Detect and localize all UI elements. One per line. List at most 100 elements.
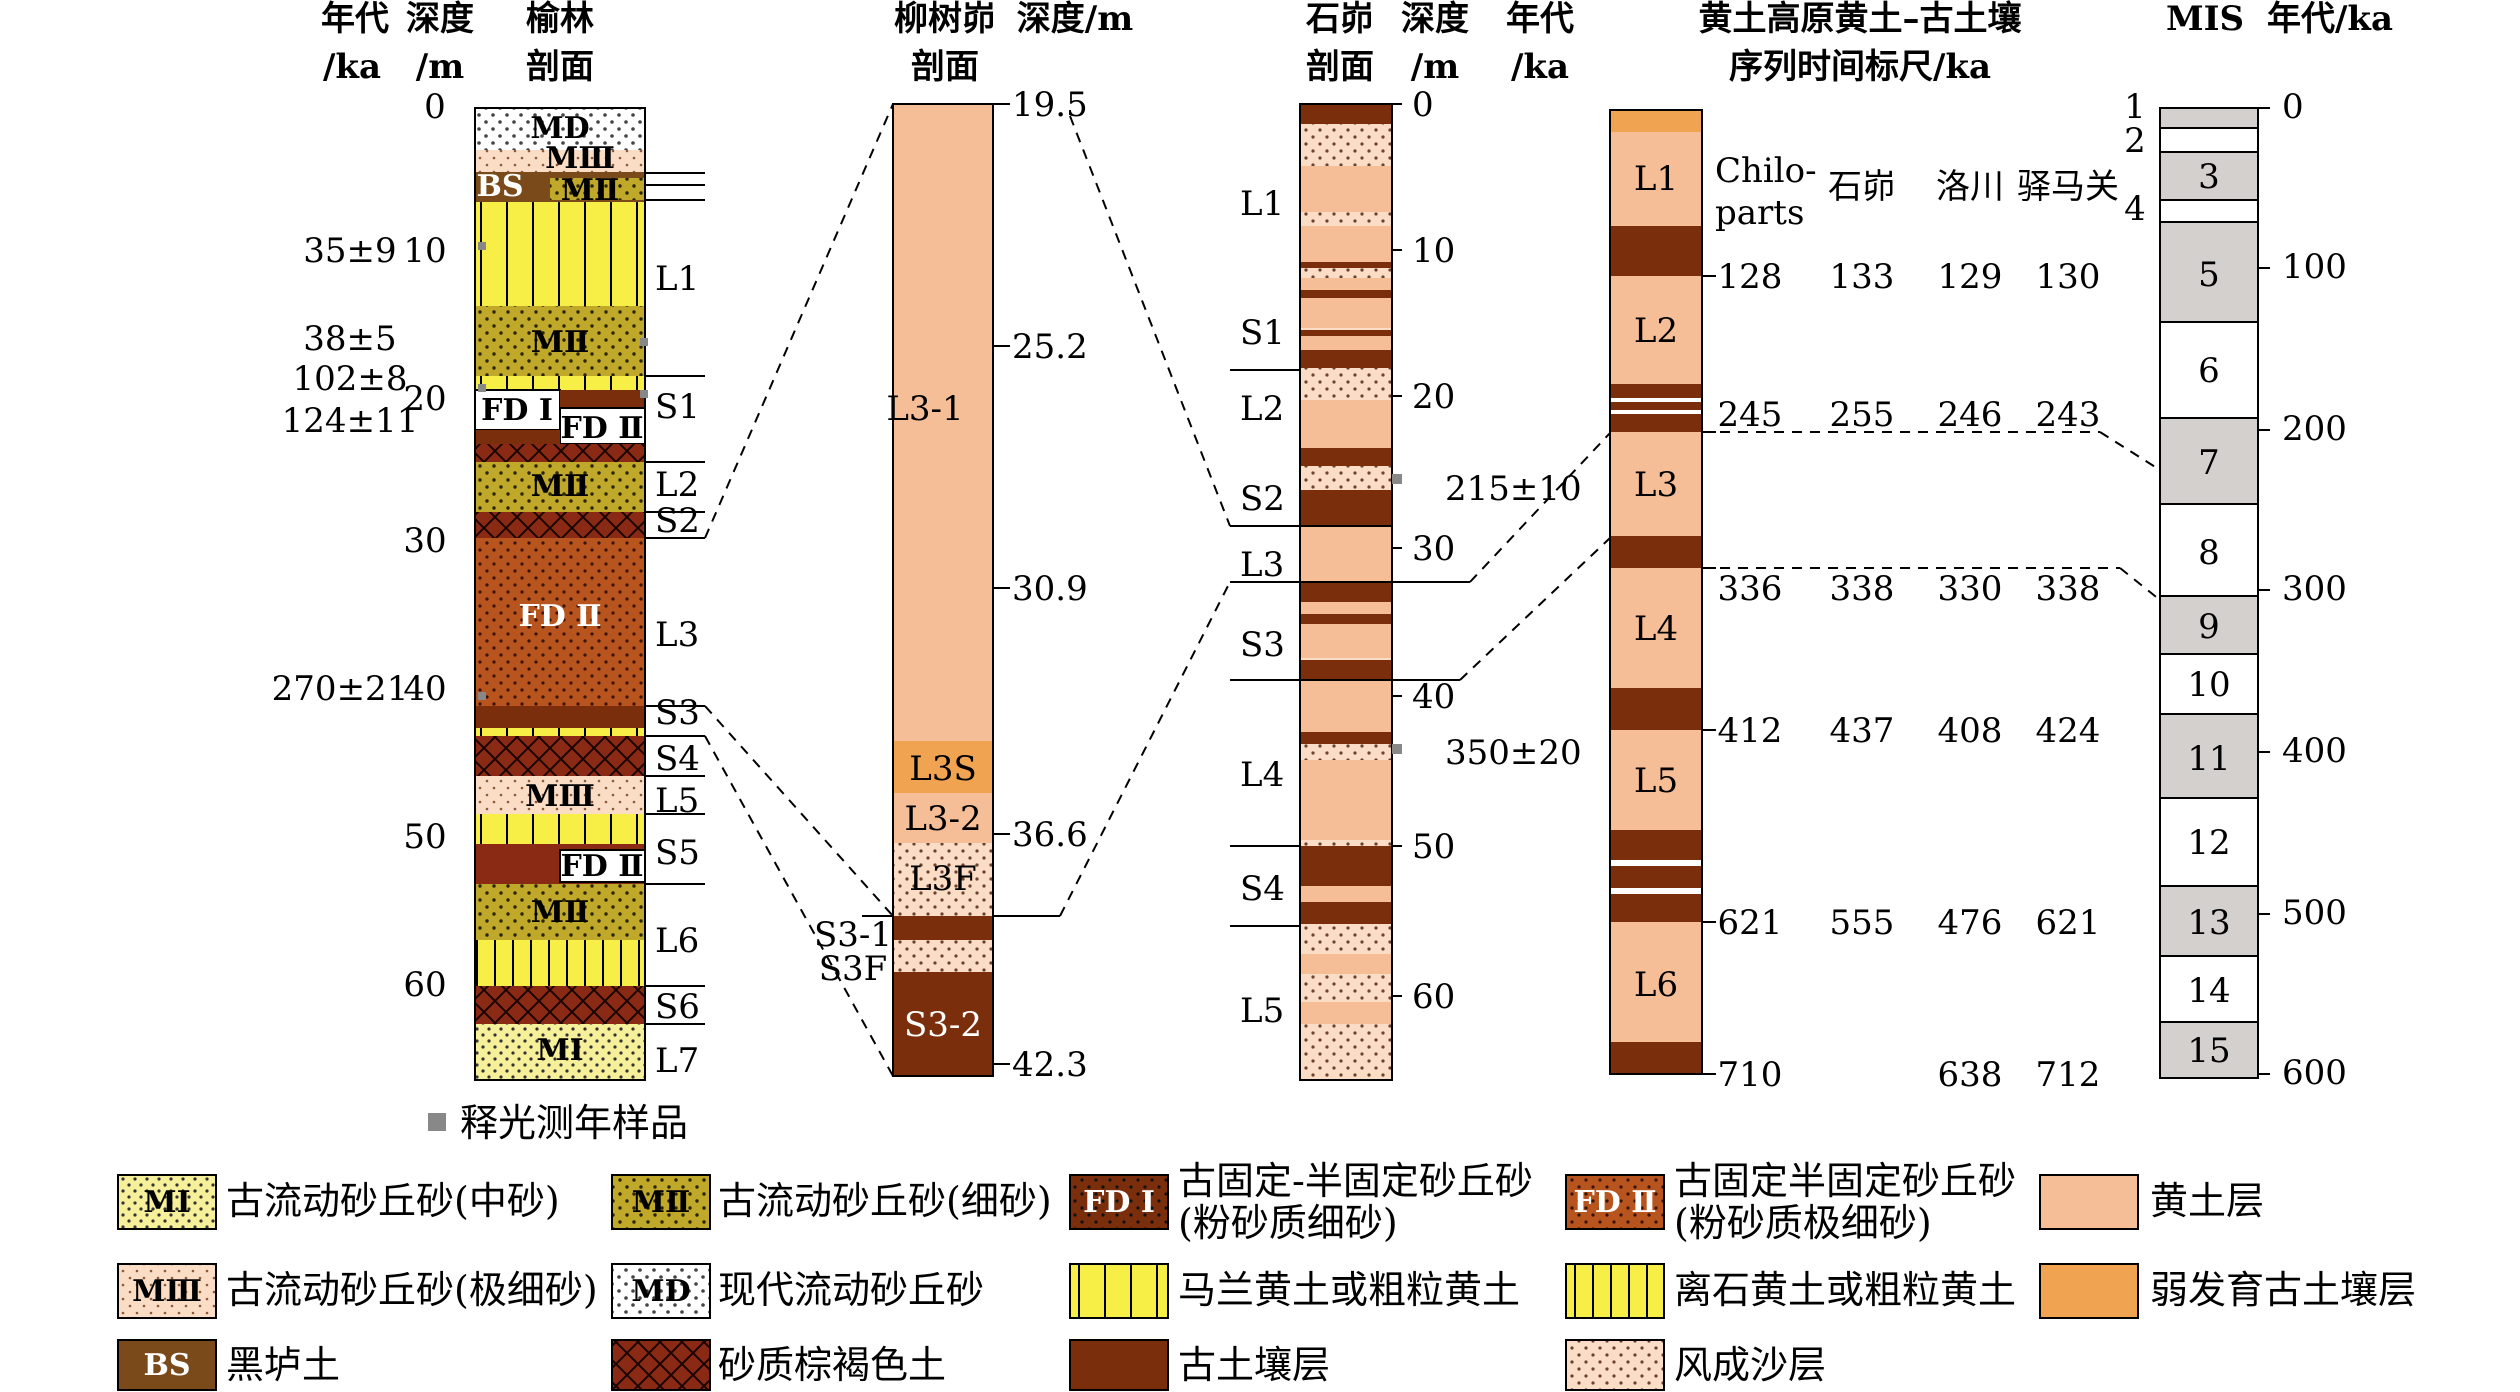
yulin-age-5: 270±21 <box>272 669 409 709</box>
shimao-unit-l4: L4 <box>1240 755 1284 795</box>
legend-text: 古固定-半固定砂丘砂 <box>1178 1159 1533 1203</box>
yulin-header-depth: 深度 <box>406 0 474 39</box>
osl-marker <box>1392 474 1402 484</box>
shimao-depth-10: 10 <box>1412 231 1455 271</box>
yulin-header-age-unit: /ka <box>323 47 381 87</box>
liushumao-unit-s3-2: S3-2 <box>904 1005 982 1045</box>
ts-layer-s4 <box>1610 688 1702 730</box>
shimao-unit-s2: S2 <box>1240 479 1285 519</box>
yulin-unit-s1: S1 <box>655 387 700 427</box>
yulin-depth-50: 50 <box>403 817 446 857</box>
ts-cell: 133 <box>1830 257 1895 297</box>
mis-stage-label: 10 <box>2187 665 2230 705</box>
shimao-section: 石峁 深度 年代 剖面 /m /ka <box>1230 0 1582 1081</box>
legend-text: 离石黄土或粗粒黄土 <box>1674 1268 2016 1312</box>
ts-layer-s5b <box>1610 866 1702 888</box>
yulin-layer-m2b <box>475 462 645 512</box>
yulin-unit-l3: L3 <box>655 615 699 655</box>
legend-item-fd1: FD Ⅰ 古固定-半固定砂丘砂 (粉砂质细砂) <box>1069 1159 1533 1245</box>
legend-item-weak-paleosol: 弱发育古土壤层 <box>2039 1263 2416 1319</box>
yulin-layer-l5 <box>475 814 645 844</box>
mis-header-age: 年代/ka <box>2267 0 2393 39</box>
ts-unit-l6: L6 <box>1634 965 1678 1005</box>
yulin-layer-s1a <box>560 390 645 408</box>
yulin-layer-s6 <box>475 986 645 1024</box>
ts-unit-l2: L2 <box>1634 311 1678 351</box>
liushumao-depth-3: 30.9 <box>1012 569 1088 609</box>
mis-age-400: 400 <box>2282 731 2347 771</box>
yulin-label-m3b: MⅢ <box>525 779 595 814</box>
ts-cell: 621 <box>1718 903 1783 943</box>
yulin-depth-axis: 0 10 20 30 40 50 60 <box>403 87 446 1005</box>
liushumao-layer-l3-2 <box>893 793 993 843</box>
legend-text: 古流动砂丘砂(细砂) <box>718 1179 1052 1223</box>
legend-text: 黄土层 <box>2150 1179 2264 1223</box>
shimao-depth-40: 40 <box>1412 677 1455 717</box>
legend-text: 古土壤层 <box>1178 1343 1330 1387</box>
legend-item-lishi: 离石黄土或粗粒黄土 <box>1565 1263 2016 1319</box>
legend-abbr: MD <box>631 1274 690 1309</box>
liushumao-layer-l3-1 <box>893 104 993 741</box>
legend-item-malan: 马兰黄土或粗粒黄土 <box>1069 1263 1520 1319</box>
yulin-header-age: 年代 <box>321 0 389 39</box>
yulin-unit-l7: L7 <box>655 1041 699 1081</box>
timescale-title-2: 序列时间标尺/ka <box>1729 47 1991 87</box>
yulin-layer-md <box>475 108 645 150</box>
mis-stage-label: 7 <box>2198 443 2220 483</box>
ts-cell: 638 <box>1938 1055 2003 1095</box>
yulin-layer-malan <box>475 202 645 306</box>
mis-section: MIS 年代/ka 1 2 3 4 5 6 7 8 9 10 11 <box>2124 0 2393 1093</box>
yulin-layer-malan2 <box>475 376 645 390</box>
ts-layer-l5 <box>1610 730 1702 830</box>
yulin-depth-0: 0 <box>424 87 446 127</box>
yulin-column-frame <box>474 107 646 1081</box>
mis-stage-label: 2 <box>2124 121 2146 161</box>
mis-age-200: 200 <box>2282 409 2347 449</box>
yulin-label-fd1: FD Ⅰ <box>481 393 553 428</box>
shimao-depth-50: 50 <box>1412 827 1455 867</box>
yulin-label-m2a: MⅡ <box>561 173 620 208</box>
legend-text: 古流动砂丘砂(中砂) <box>226 1179 560 1223</box>
ts-cell: 245 <box>1718 395 1783 435</box>
ts-col-chiloparts-1: Chilo- <box>1715 151 1817 191</box>
yulin-unit-l6: L6 <box>655 921 699 961</box>
liushumao-header-section: 剖面 <box>911 47 979 87</box>
ts-cell: 555 <box>1830 903 1895 943</box>
yulin-label-md: MD <box>530 111 589 146</box>
ts-layer-l6 <box>1610 922 1702 1042</box>
ts-layer-s2b <box>1610 402 1702 410</box>
liushumao-depth-1: 19.5 <box>1012 85 1088 125</box>
legend-item-bs: BS 黑垆土 <box>117 1339 340 1391</box>
yulin-depth-10: 10 <box>403 231 446 271</box>
ts-cell: 476 <box>1938 903 2003 943</box>
ts-layer-s6 <box>1610 1042 1702 1074</box>
ts-cell: 330 <box>1938 569 2003 609</box>
shimao-unit-l1: L1 <box>1240 184 1284 224</box>
yulin-label-fd2c: FD Ⅱ <box>560 849 643 884</box>
yulin-depth-20: 20 <box>403 379 446 419</box>
legend-item-m1: MⅠ 古流动砂丘砂(中砂) <box>117 1174 560 1230</box>
ts-unit-l3: L3 <box>1634 465 1678 505</box>
yulin-header-depth-unit: /m <box>416 47 464 87</box>
legend-item-fd2: FD Ⅱ 古固定半固定砂丘砂 (粉砂质极细砂) <box>1565 1159 2016 1245</box>
correlation-lines-3 <box>1459 432 1611 681</box>
ts-row-5: 621 555 476 621 <box>1718 903 2101 943</box>
liushumao-unit-l3f: L3F <box>909 859 977 899</box>
ts-column-frame <box>1609 109 1703 1075</box>
liushumao-unit-s3f: S3F <box>819 949 888 989</box>
yulin-label-m2c: MⅡ <box>531 469 590 504</box>
mis-age-100: 100 <box>2282 247 2347 287</box>
ts-cell: 710 <box>1718 1055 1783 1095</box>
ts-col-chiloparts-2: parts <box>1715 193 1804 233</box>
yulin-layer-m2a <box>475 306 645 376</box>
shimao-unit-l3: L3 <box>1240 545 1284 585</box>
correlation-solid-lines <box>993 525 1470 917</box>
yulin-label-bs: BS <box>476 169 523 204</box>
ts-cell: 130 <box>2036 257 2101 297</box>
correlation-lines-2 <box>1059 115 1231 917</box>
ts-layer-s2c <box>1610 414 1702 432</box>
yulin-header-section: 榆林 <box>526 0 594 39</box>
mis-age-300: 300 <box>2282 569 2347 609</box>
mis-age-600: 600 <box>2282 1053 2347 1093</box>
yulin-layer-s1c <box>475 444 645 462</box>
